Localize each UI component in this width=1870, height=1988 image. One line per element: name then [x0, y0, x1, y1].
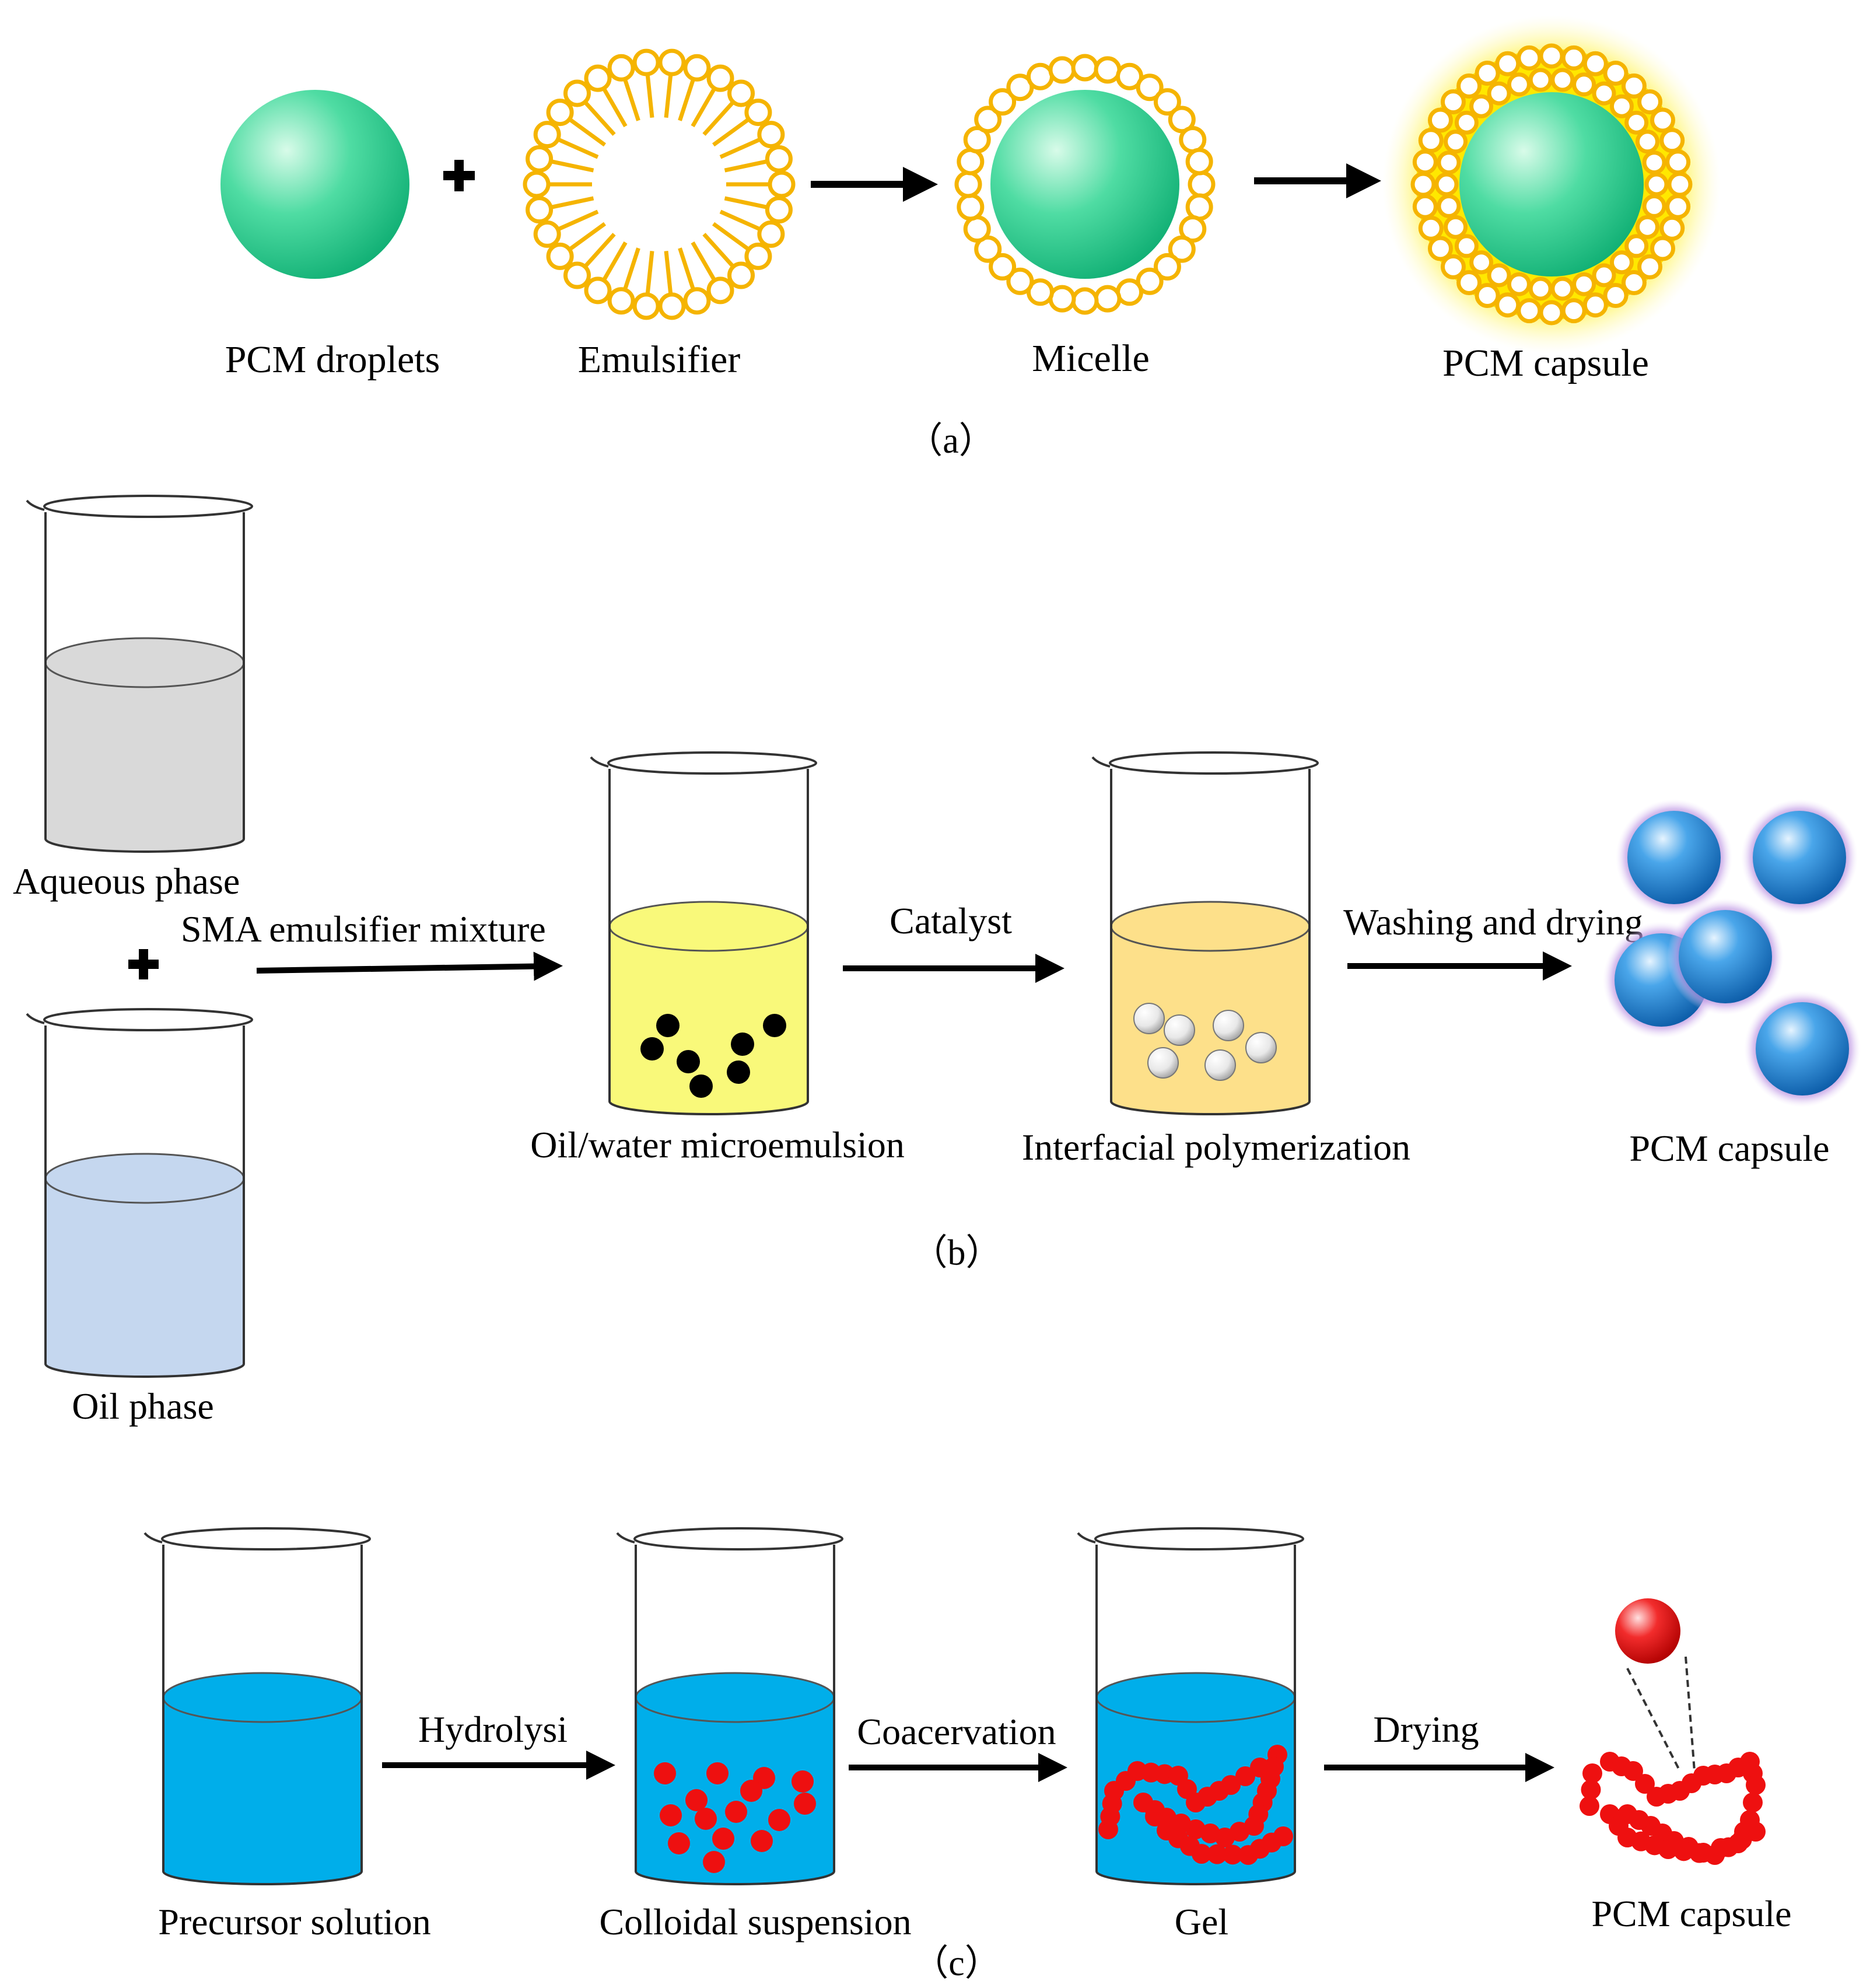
white-droplets — [1133, 1003, 1277, 1081]
panel-c: Precursor solution Hydrolysi Colloidal s… — [143, 1527, 1792, 1983]
colloidal-particles — [654, 1762, 816, 1873]
label-polymerization: Interfacial polymerization — [1022, 1126, 1410, 1168]
beaker-polymerization — [1091, 751, 1319, 1115]
label-hydrolysi: Hydrolysi — [418, 1709, 568, 1750]
label-microemulsion: Oil/water microemulsion — [530, 1124, 905, 1166]
label-catalyst: Catalyst — [890, 900, 1012, 942]
caption-a: （a） — [906, 421, 995, 461]
label-gel: Gel — [1175, 1901, 1228, 1943]
emulsifier-ring — [523, 48, 796, 320]
zoom-line-right — [1685, 1656, 1696, 1772]
label-pcm-capsule-a: PCM capsule — [1442, 342, 1649, 384]
pcm-capsule-a — [1382, 15, 1721, 354]
black-droplets — [640, 1014, 786, 1098]
caption-c: （c） — [912, 1944, 1001, 1983]
label-precursor: Precursor solution — [158, 1901, 431, 1943]
caption-b: （b） — [911, 1233, 1001, 1273]
label-oil-phase: Oil phase — [72, 1385, 214, 1427]
label-emulsifier: Emulsifier — [578, 338, 741, 381]
micelle-diagram — [954, 54, 1216, 315]
beaker-oil-phase — [26, 1008, 253, 1378]
label-pcm-capsule-c: PCM capsule — [1591, 1893, 1791, 1934]
plus-icon — [128, 949, 159, 979]
zoom-line-left — [1626, 1668, 1681, 1772]
pcm-capsule-chain — [1580, 1752, 1766, 1865]
beaker-microemulsion — [590, 751, 817, 1115]
label-coacervation: Coacervation — [857, 1711, 1056, 1752]
label-aqueous-phase: Aqueous phase — [13, 860, 240, 902]
beaker-precursor — [143, 1527, 371, 1885]
label-colloidal: Colloidal suspension — [599, 1901, 911, 1943]
beaker-aqueous-phase — [26, 495, 253, 853]
label-micelle: Micelle — [1032, 337, 1150, 380]
label-washing-drying: Washing and drying — [1343, 901, 1643, 943]
plus-icon — [443, 160, 475, 191]
arrow-sma — [256, 951, 563, 981]
label-pcm-droplets: PCM droplets — [225, 338, 440, 381]
panel-a: PCM droplets Emulsifier Micelle PCM caps… — [220, 15, 1721, 461]
pcm-capsules-blue — [1603, 799, 1861, 1107]
label-drying: Drying — [1373, 1709, 1479, 1750]
red-sphere-zoom — [1615, 1598, 1680, 1664]
panel-b: Aqueous phase Oil phase SMA emulsifier m… — [13, 495, 1861, 1427]
label-pcm-capsule-b: PCM capsule — [1629, 1128, 1829, 1169]
gel-chain — [1098, 1745, 1293, 1865]
label-sma-mixture: SMA emulsifier mixture — [181, 908, 546, 950]
pcm-droplet-sphere — [220, 90, 409, 279]
